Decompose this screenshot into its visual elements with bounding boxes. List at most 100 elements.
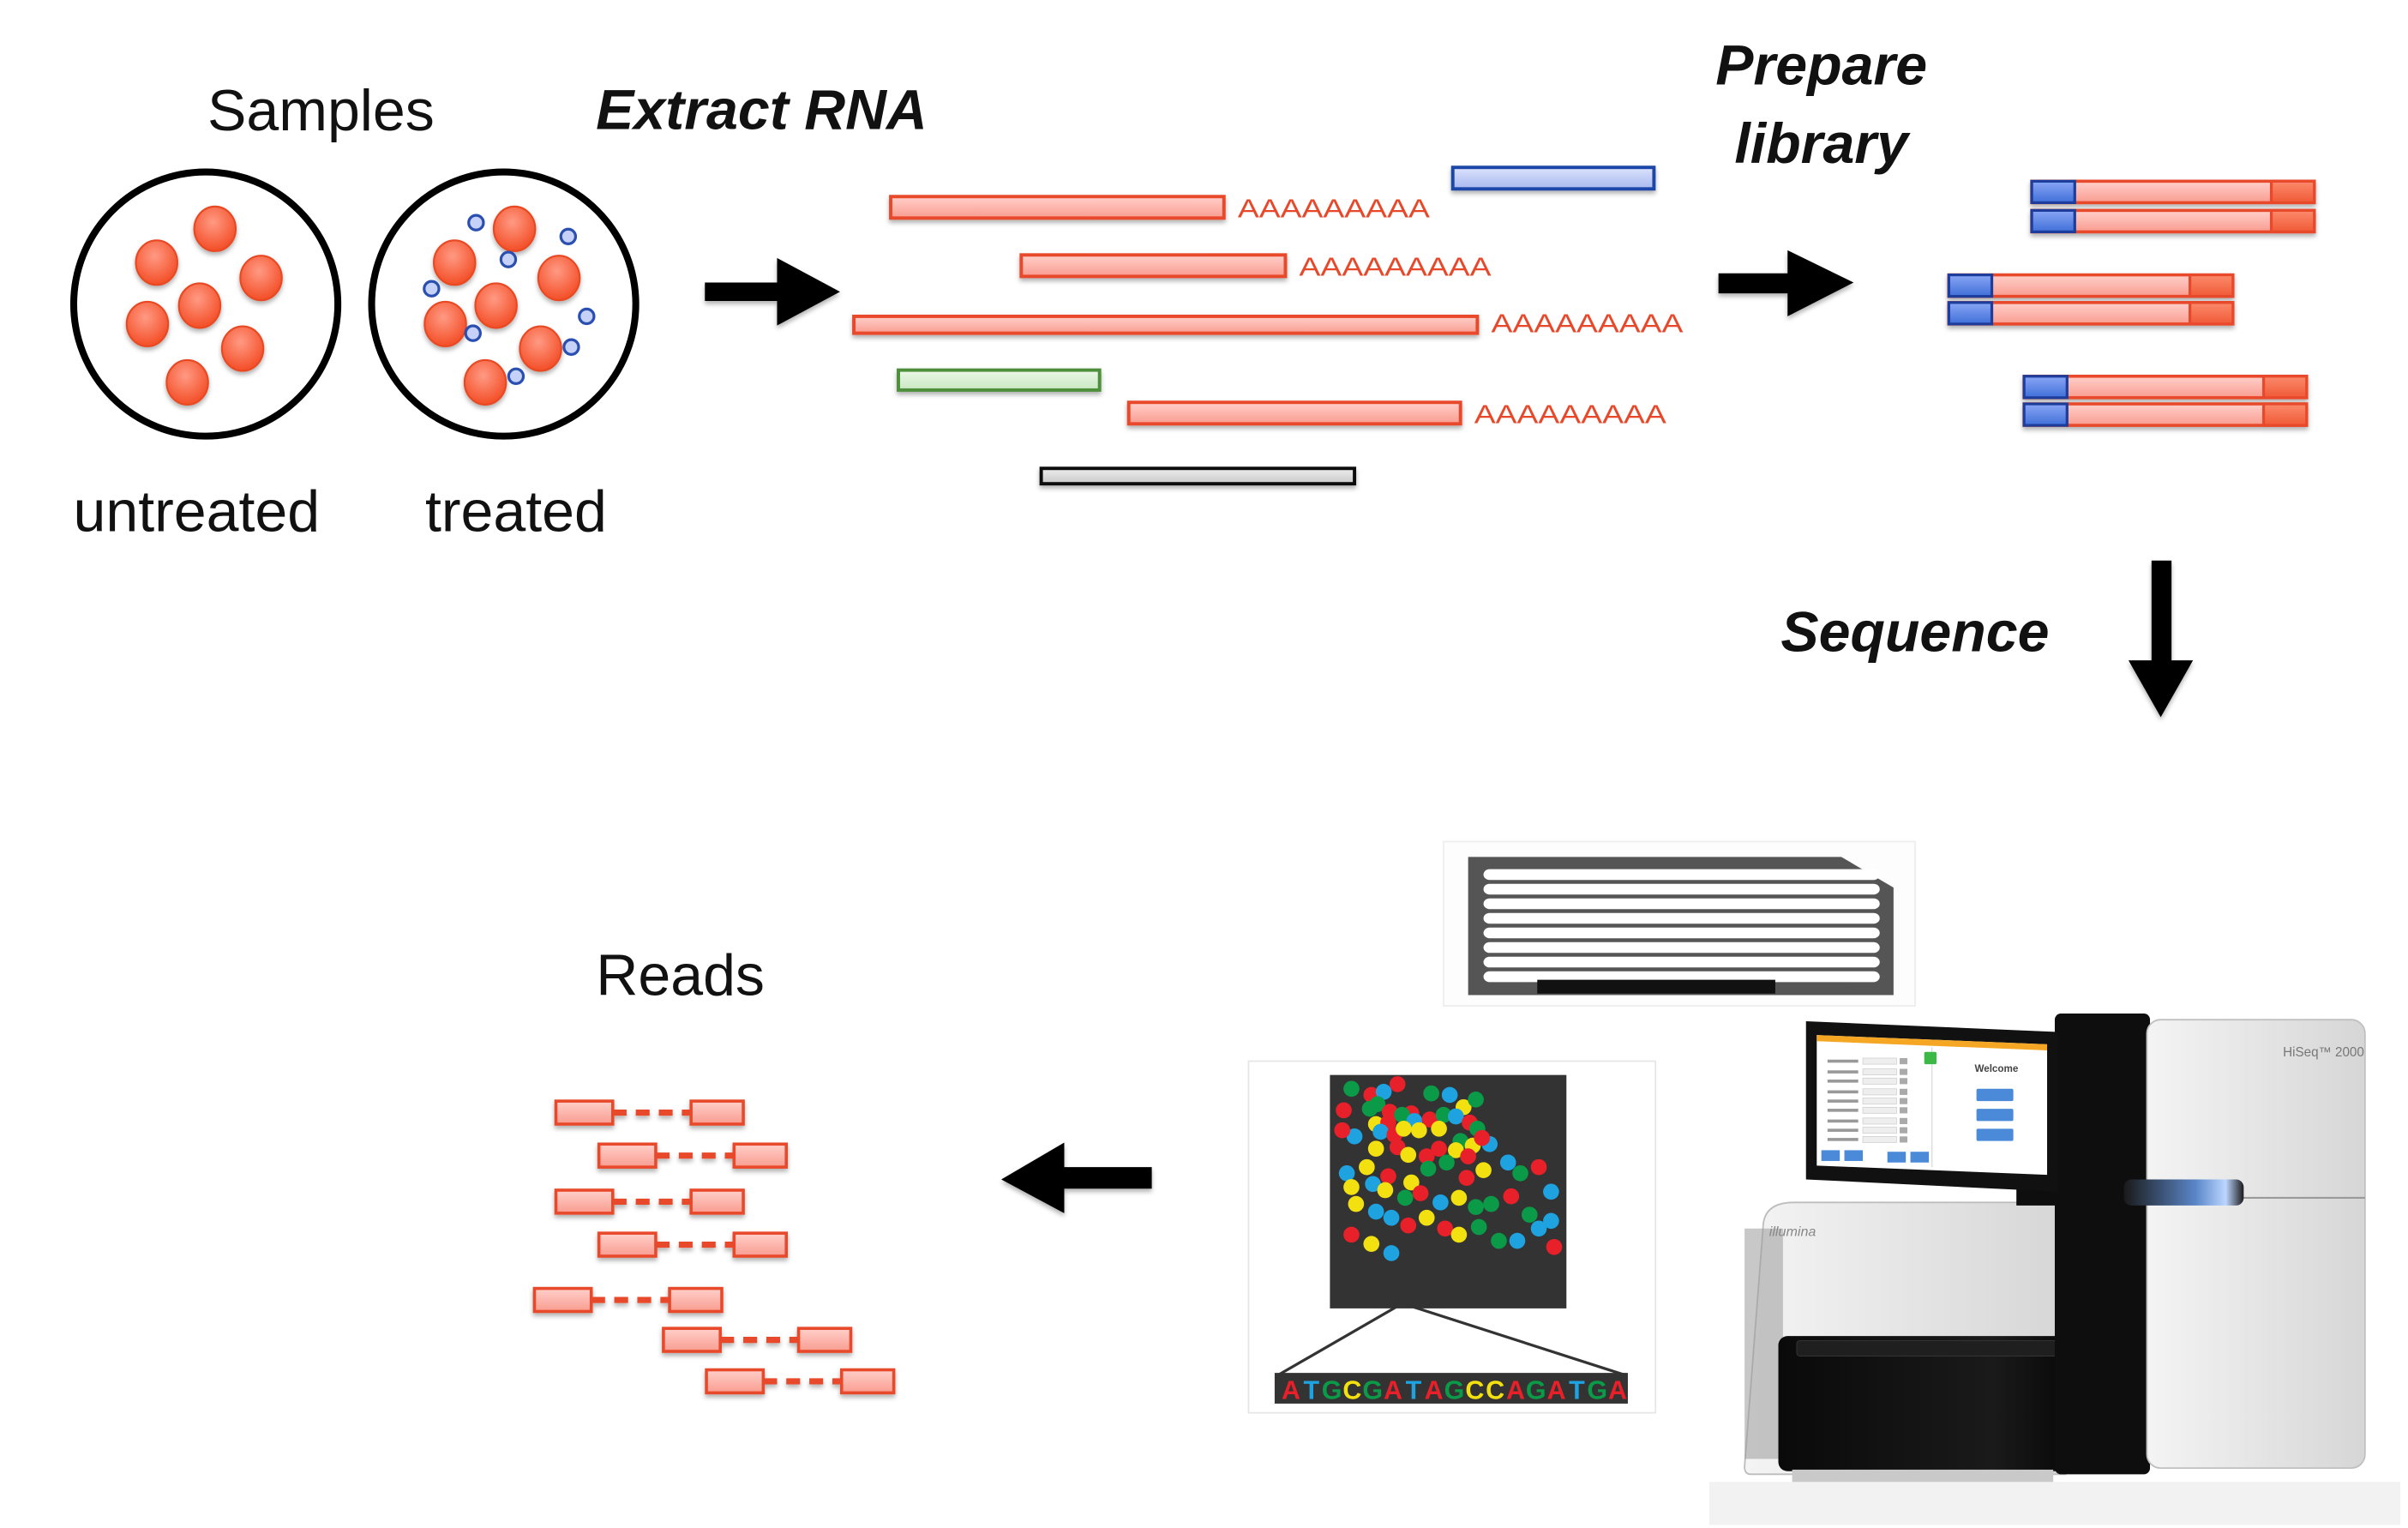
treated-label: treated bbox=[425, 479, 607, 544]
cluster-G bbox=[1369, 1096, 1386, 1113]
adapter-right bbox=[2261, 402, 2309, 427]
cluster-G bbox=[1521, 1206, 1538, 1223]
base-G: G bbox=[1587, 1376, 1607, 1405]
cluster-G bbox=[1438, 1154, 1455, 1171]
base-A: A bbox=[1384, 1376, 1402, 1405]
cluster-G bbox=[1396, 1189, 1414, 1206]
form-button bbox=[1900, 1078, 1907, 1085]
read-1 bbox=[597, 1142, 658, 1169]
insert bbox=[2022, 402, 2309, 427]
arrow-down-icon bbox=[2128, 560, 2194, 718]
flow-cell-lane bbox=[1483, 898, 1880, 910]
cluster-G bbox=[1483, 1195, 1499, 1212]
flow-cell-lane bbox=[1483, 912, 1880, 924]
read-1 bbox=[705, 1368, 766, 1395]
base-G: G bbox=[1444, 1376, 1465, 1405]
cluster-A bbox=[1412, 1185, 1429, 1201]
cluster-C bbox=[1450, 1189, 1468, 1206]
cluster-C bbox=[1410, 1122, 1427, 1139]
read-1 bbox=[532, 1286, 593, 1314]
form-field bbox=[1862, 1077, 1897, 1085]
form-field bbox=[1862, 1127, 1897, 1134]
base-C: C bbox=[1486, 1376, 1504, 1405]
form-field bbox=[1862, 1068, 1897, 1076]
sequencer-screen: Welcome bbox=[1817, 1035, 2048, 1176]
treatment-particle bbox=[559, 227, 578, 246]
cluster-T bbox=[1530, 1220, 1547, 1237]
cluster-C bbox=[1450, 1226, 1468, 1243]
cluster-C bbox=[1363, 1236, 1380, 1252]
read-pair bbox=[662, 1326, 853, 1353]
untreated-sample bbox=[69, 168, 342, 440]
base-A: A bbox=[1425, 1376, 1444, 1405]
form-button bbox=[1900, 1117, 1907, 1124]
treatment-particle bbox=[507, 367, 525, 385]
cluster-C bbox=[1359, 1158, 1375, 1176]
library-fragment bbox=[1947, 273, 2235, 298]
form-button bbox=[1900, 1088, 1907, 1095]
adapter-right bbox=[2269, 208, 2316, 234]
adapter-left bbox=[2022, 402, 2069, 427]
cell bbox=[492, 205, 537, 252]
form-button bbox=[1900, 1107, 1907, 1114]
cluster-T bbox=[1346, 1128, 1363, 1145]
sequencer-spine bbox=[2054, 1014, 2151, 1475]
form-field bbox=[1862, 1088, 1897, 1096]
arrow-right-icon bbox=[705, 257, 840, 326]
cluster-A bbox=[1334, 1122, 1351, 1139]
form-label bbox=[1827, 1090, 1859, 1094]
read-1 bbox=[554, 1099, 615, 1126]
cluster-A bbox=[1458, 1170, 1475, 1186]
read-2 bbox=[839, 1368, 896, 1395]
basecall-strip bbox=[1274, 1373, 1628, 1404]
sequencer-handle bbox=[2123, 1179, 2244, 1206]
prepare-library-label-line2: library bbox=[1734, 112, 1911, 176]
cell bbox=[474, 282, 518, 329]
adapter-left bbox=[2030, 179, 2076, 205]
read-pair bbox=[554, 1188, 745, 1215]
insert bbox=[2030, 179, 2316, 205]
sequencer-drawer bbox=[1778, 1336, 2086, 1471]
cluster-C bbox=[1431, 1121, 1447, 1137]
read-pair bbox=[532, 1286, 724, 1314]
flow-cell-lane bbox=[1483, 956, 1880, 968]
cluster-C bbox=[1418, 1209, 1435, 1226]
cluster-A bbox=[1418, 1148, 1435, 1164]
cluster-A bbox=[1437, 1220, 1454, 1237]
cluster-T bbox=[1509, 1232, 1526, 1249]
cluster-G bbox=[1512, 1164, 1528, 1182]
form-label bbox=[1827, 1070, 1859, 1074]
cluster-G bbox=[1435, 1106, 1452, 1123]
cluster-C bbox=[1403, 1174, 1420, 1191]
base-A: A bbox=[1506, 1376, 1525, 1405]
form-button bbox=[1900, 1127, 1907, 1134]
form-button bbox=[1900, 1068, 1907, 1075]
read-2 bbox=[732, 1142, 789, 1169]
cell bbox=[165, 358, 209, 406]
cluster-C bbox=[1348, 1195, 1365, 1212]
cluster-T bbox=[1432, 1194, 1449, 1211]
library-fragment bbox=[2030, 179, 2316, 205]
sequencing-clusters bbox=[1334, 1076, 1563, 1261]
flow-cell-barcode bbox=[1537, 979, 1775, 994]
base-A: A bbox=[1282, 1376, 1300, 1405]
form-label bbox=[1827, 1099, 1859, 1103]
cell bbox=[423, 300, 467, 347]
cell bbox=[537, 255, 581, 302]
cluster-T bbox=[1447, 1108, 1464, 1125]
reads-label: Reads bbox=[596, 943, 765, 1008]
cluster-T bbox=[1383, 1209, 1400, 1226]
screen-button bbox=[1976, 1088, 2014, 1102]
adapter-right bbox=[2189, 273, 2235, 298]
form-field bbox=[1862, 1057, 1897, 1065]
insert bbox=[2022, 374, 2309, 400]
form-label bbox=[1827, 1119, 1859, 1123]
cluster-A bbox=[1503, 1188, 1520, 1205]
rna-red-bar bbox=[889, 195, 1226, 220]
cluster-A bbox=[1431, 1140, 1447, 1157]
cluster-A bbox=[1530, 1158, 1547, 1176]
screen-form-fields bbox=[1827, 1057, 1907, 1143]
